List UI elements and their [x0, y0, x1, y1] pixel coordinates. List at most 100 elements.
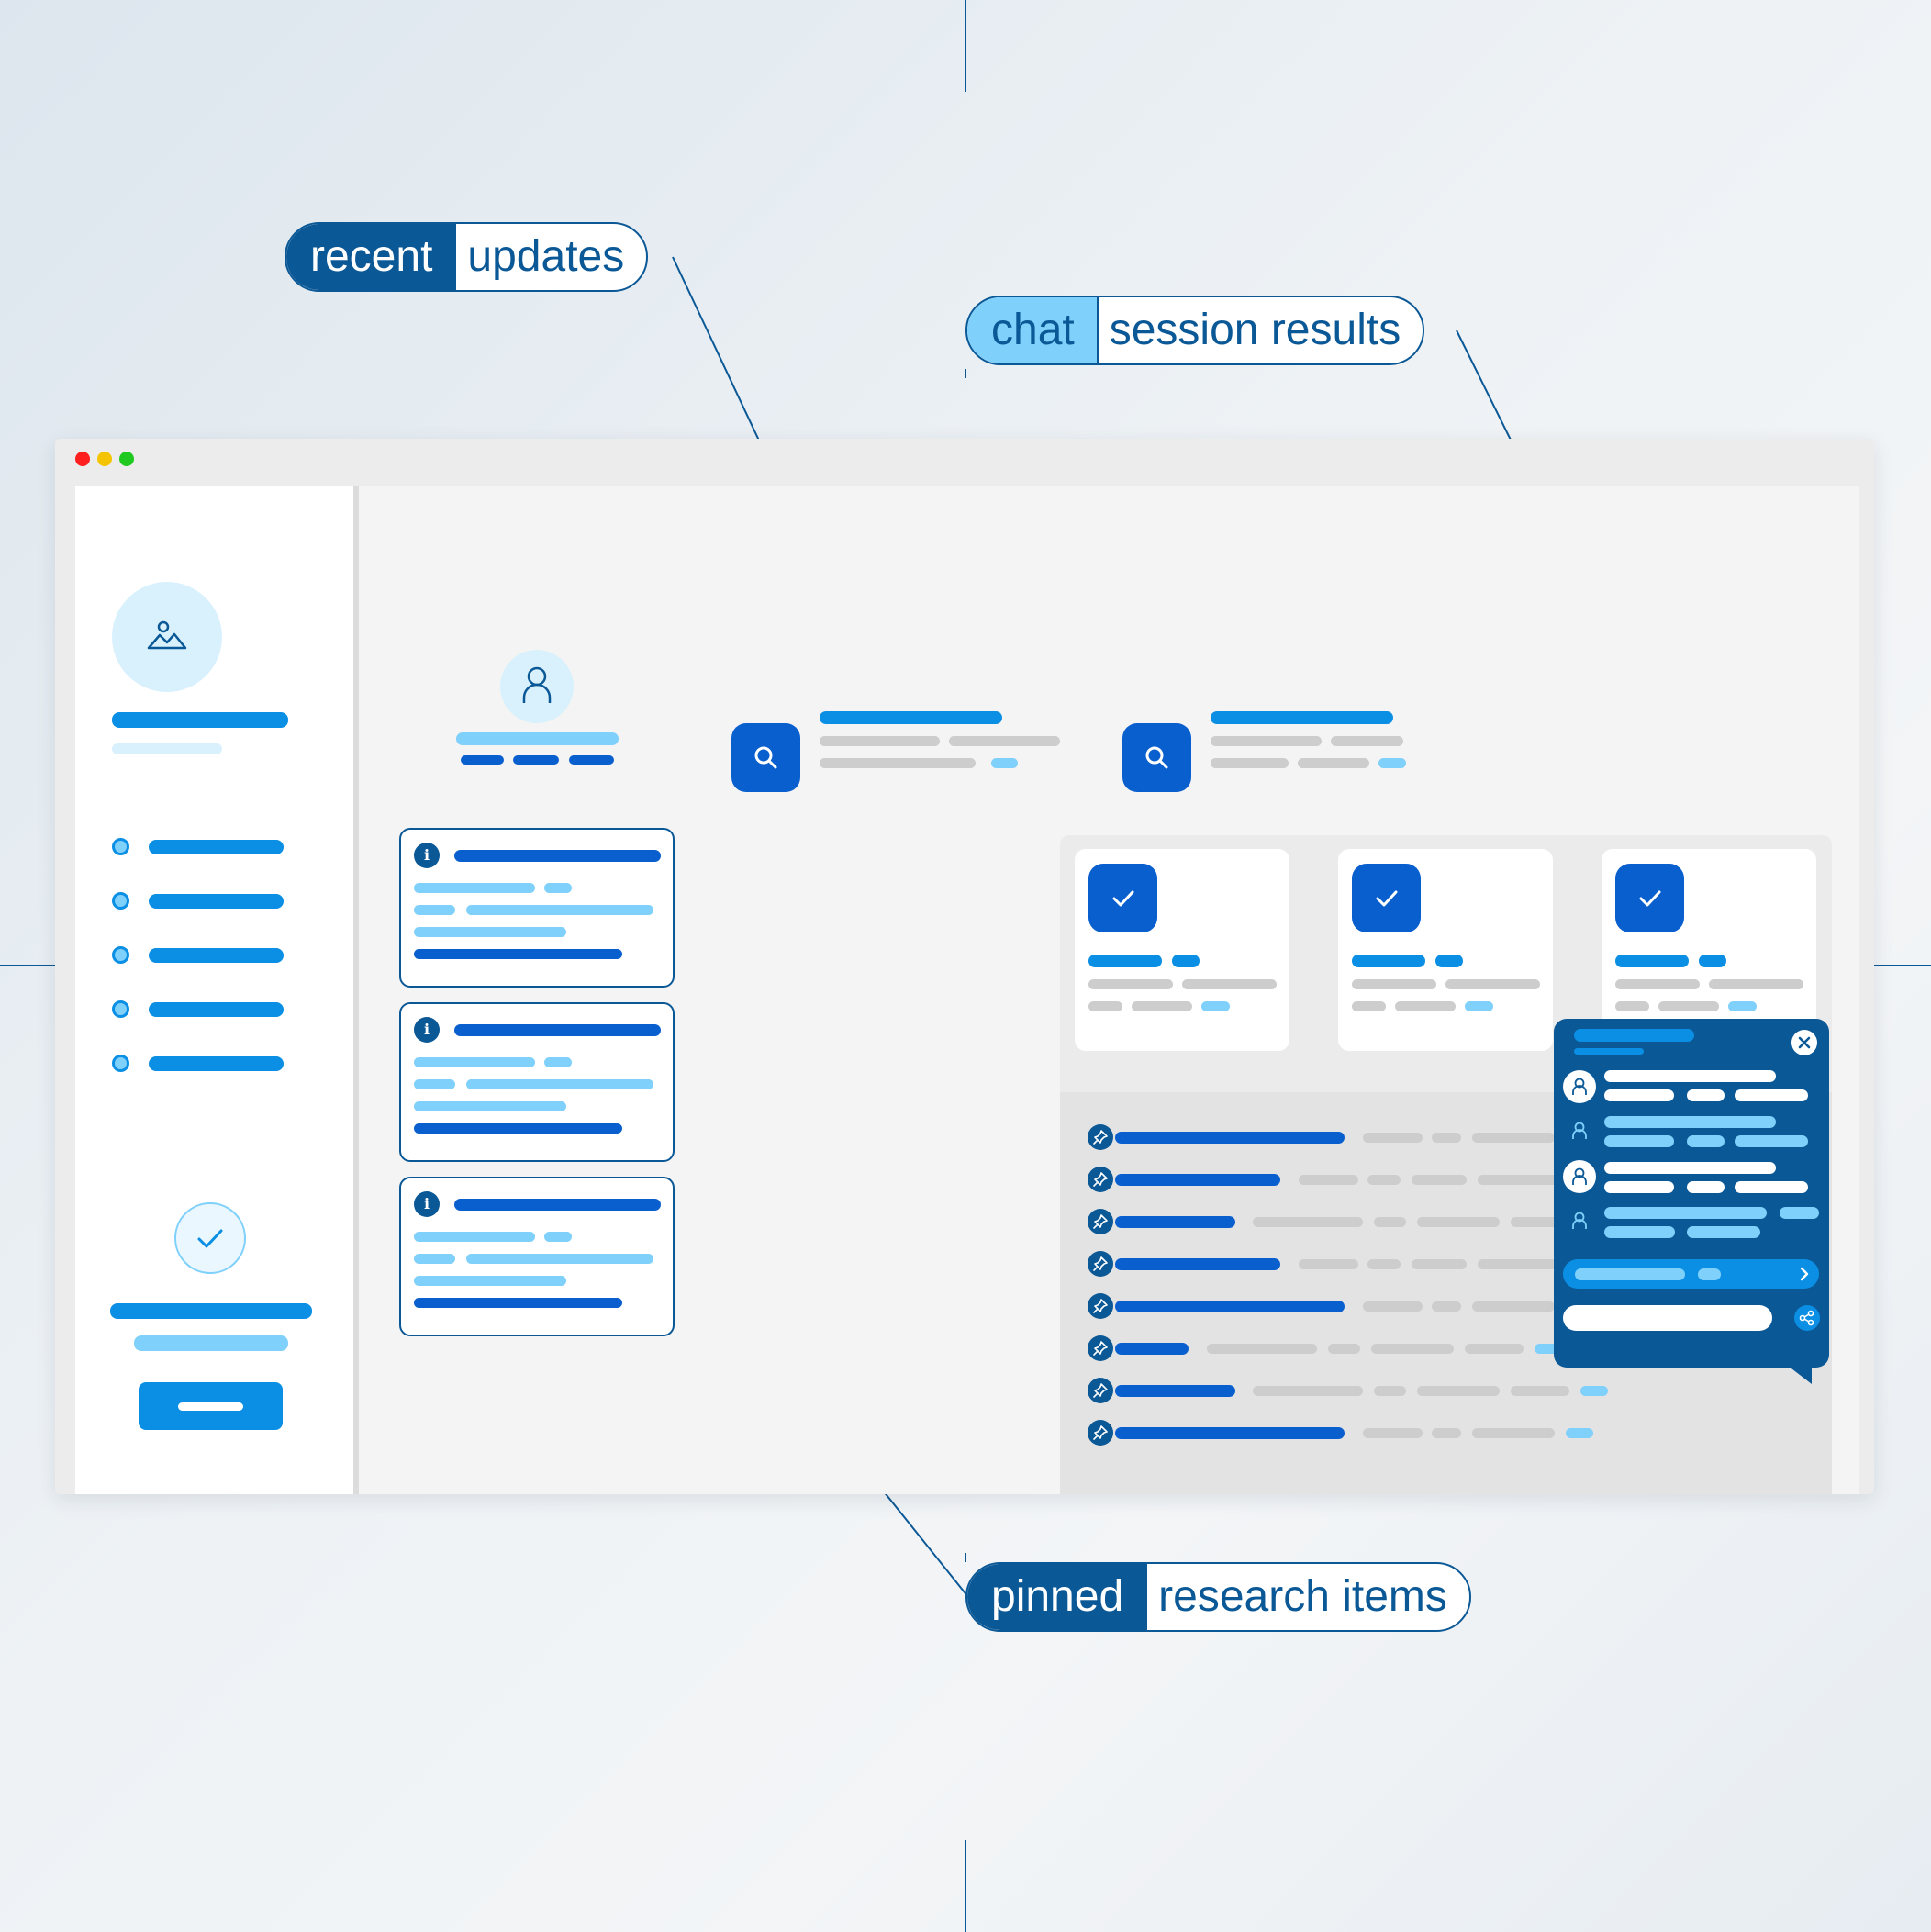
pinned-item-meta	[1367, 1259, 1401, 1269]
sidebar-nav-item[interactable]	[149, 894, 284, 909]
search-result-icon-tile[interactable]	[731, 723, 800, 792]
callout-keyword: recent	[286, 224, 455, 290]
chat-message-line	[1604, 1162, 1776, 1174]
sidebar-nav-radio[interactable]	[112, 838, 129, 855]
pin-icon[interactable]	[1088, 1293, 1113, 1319]
task-card[interactable]	[1602, 849, 1816, 1051]
chat-message-line	[1604, 1070, 1776, 1082]
task-card[interactable]	[1075, 849, 1289, 1051]
chat-reply-line	[1687, 1135, 1725, 1147]
profile-name-placeholder	[456, 732, 619, 745]
pinned-item-row[interactable]	[1088, 1335, 1822, 1361]
task-line	[1132, 1001, 1192, 1011]
recent-update-card[interactable]: i	[399, 1177, 675, 1336]
chat-subtitle-placeholder	[1574, 1048, 1644, 1055]
sidebar-promo-title-placeholder	[110, 1303, 312, 1319]
pin-icon[interactable]	[1088, 1378, 1113, 1403]
pin-icon[interactable]	[1088, 1420, 1113, 1446]
chat-suggestion-button[interactable]	[1563, 1259, 1819, 1289]
guide-tick-top	[965, 0, 966, 92]
close-icon[interactable]	[1791, 1030, 1817, 1055]
update-line	[544, 883, 572, 893]
share-icon[interactable]	[1794, 1305, 1820, 1331]
search-result-title-placeholder[interactable]	[1211, 711, 1393, 724]
guide-tick-bottom	[965, 1840, 966, 1932]
search-result-line	[949, 736, 1060, 746]
chat-reply-line	[1604, 1207, 1767, 1219]
pinned-item-meta	[1472, 1301, 1555, 1312]
task-title-placeholder	[1615, 955, 1689, 967]
pinned-item-meta	[1472, 1133, 1555, 1143]
pinned-item-row[interactable]	[1088, 1378, 1822, 1403]
recent-update-card[interactable]: i	[399, 828, 675, 988]
sidebar-nav-item[interactable]	[149, 1002, 284, 1017]
task-tag	[1728, 1001, 1757, 1011]
task-line	[1445, 979, 1540, 989]
pin-icon[interactable]	[1088, 1209, 1113, 1234]
update-line	[414, 1232, 535, 1242]
pin-icon[interactable]	[1088, 1167, 1113, 1192]
sidebar-nav-item[interactable]	[149, 1056, 284, 1071]
search-result-line	[820, 758, 976, 768]
chat-message-input[interactable]	[1563, 1305, 1772, 1331]
chat-message-line	[1604, 1089, 1674, 1101]
pinned-item-meta	[1363, 1301, 1423, 1312]
pinned-item-meta	[1417, 1386, 1500, 1396]
pinned-item-meta	[1367, 1175, 1401, 1185]
search-result-line	[1331, 736, 1403, 746]
task-line	[1615, 1001, 1649, 1011]
close-window-dot[interactable]	[75, 452, 90, 466]
sidebar-nav-radio[interactable]	[112, 1000, 129, 1018]
pinned-item-meta	[1511, 1217, 1569, 1227]
sidebar-nav-radio[interactable]	[112, 1055, 129, 1072]
pinned-item-title-placeholder	[1115, 1343, 1189, 1355]
chat-reply-line	[1604, 1116, 1776, 1128]
maximize-window-dot[interactable]	[119, 452, 134, 466]
sidebar-nav-item[interactable]	[149, 948, 284, 963]
task-title-placeholder	[1172, 955, 1200, 967]
sidebar-action-button[interactable]	[139, 1382, 283, 1430]
pinned-item-row[interactable]	[1088, 1420, 1822, 1446]
task-tag	[1201, 1001, 1230, 1011]
user-icon	[1563, 1160, 1596, 1193]
pin-icon[interactable]	[1088, 1251, 1113, 1277]
callout-chat-session-results: chat session results	[966, 296, 1425, 365]
pinned-item-meta	[1465, 1344, 1524, 1354]
update-title-placeholder	[454, 850, 661, 862]
suggestion-label-placeholder	[1698, 1268, 1721, 1280]
pinned-item-title-placeholder	[1115, 1427, 1345, 1439]
pinned-item-meta	[1412, 1259, 1467, 1269]
pinned-item-row[interactable]	[1088, 1209, 1822, 1234]
sidebar-nav-radio[interactable]	[112, 892, 129, 910]
user-icon	[1563, 1070, 1596, 1103]
info-icon: i	[414, 1191, 440, 1217]
update-line	[466, 1254, 653, 1264]
chat-reply-line	[1604, 1226, 1675, 1238]
task-line	[1709, 979, 1803, 989]
chevron-right-icon[interactable]	[1796, 1266, 1813, 1282]
task-line	[1182, 979, 1277, 989]
task-line	[1352, 1001, 1386, 1011]
pinned-item-meta	[1511, 1386, 1569, 1396]
update-line	[544, 1232, 572, 1242]
search-result-icon-tile[interactable]	[1122, 723, 1191, 792]
sidebar-nav-item[interactable]	[149, 840, 284, 854]
minimize-window-dot[interactable]	[97, 452, 112, 466]
pinned-item-meta	[1371, 1344, 1454, 1354]
pinned-item-row[interactable]	[1088, 1251, 1822, 1277]
info-icon: i	[414, 1017, 440, 1043]
sidebar-nav-radio[interactable]	[112, 946, 129, 964]
sidebar	[75, 486, 353, 1494]
chat-popup	[1554, 1019, 1829, 1384]
update-line	[414, 927, 566, 937]
pinned-item-title-placeholder	[1115, 1174, 1280, 1186]
search-result-title-placeholder[interactable]	[820, 711, 1002, 724]
callout-text: research items	[1145, 1564, 1469, 1630]
task-title-placeholder	[1352, 955, 1425, 967]
pin-icon[interactable]	[1088, 1335, 1113, 1361]
guide-mark	[965, 369, 966, 378]
recent-update-card[interactable]: i	[399, 1002, 675, 1162]
search-result-line	[1211, 758, 1289, 768]
task-card[interactable]	[1338, 849, 1553, 1051]
pin-icon[interactable]	[1088, 1124, 1113, 1150]
